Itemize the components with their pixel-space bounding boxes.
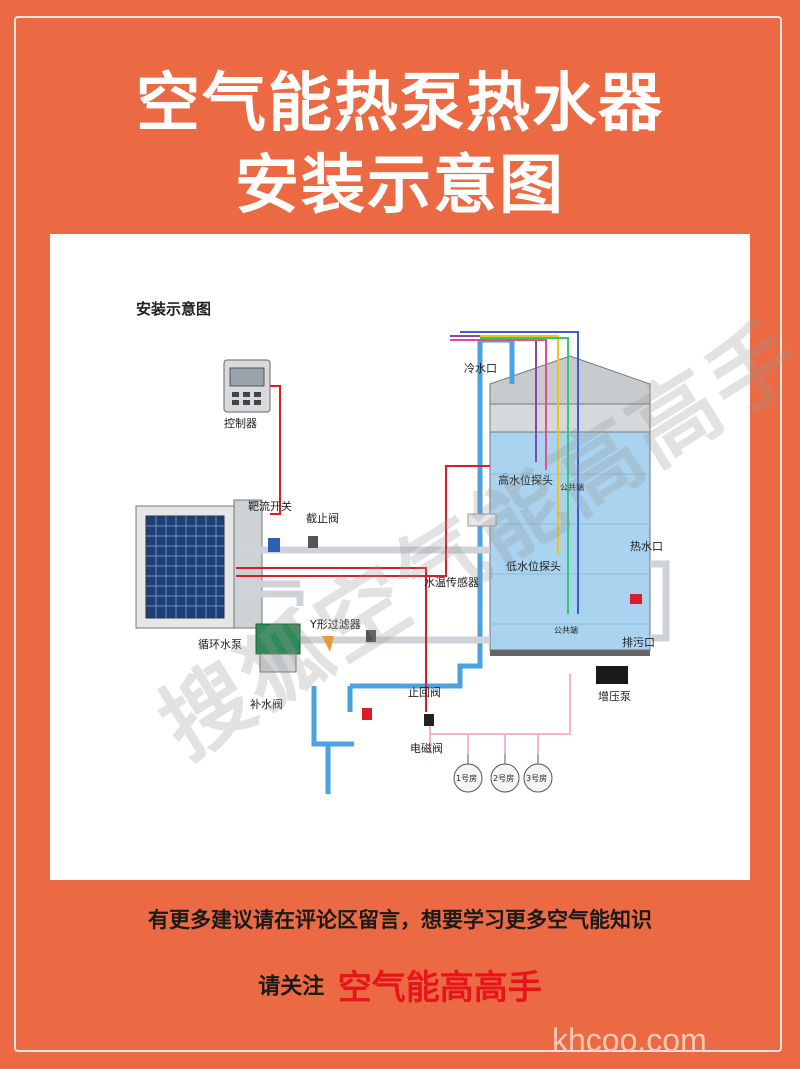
- label-room2: 2号房: [493, 773, 514, 783]
- stop-valve: [308, 536, 318, 548]
- label-low-level-probe: 低水位探头: [506, 559, 561, 573]
- label-flow-switch: 靶流开关: [248, 499, 292, 513]
- label-drain-outlet: 排污口: [622, 635, 655, 649]
- footer-follow: 请关注 空气能高高手: [0, 960, 800, 1009]
- installation-diagram: 安装示意图 控制器: [135, 300, 670, 794]
- label-solenoid-valve: 电磁阀: [410, 741, 443, 755]
- booster-pump: [596, 666, 628, 684]
- heat-pump-unit: [135, 499, 263, 629]
- diagram-heading: 安装示意图: [136, 300, 211, 318]
- flow-switch: [268, 538, 280, 552]
- page-frame: [14, 16, 782, 1052]
- page-title-line2: 安装示意图: [235, 149, 565, 223]
- label-hot-water-outlet: 热水口: [630, 540, 663, 553]
- label-circulation-pump: 循环水泵: [198, 638, 242, 651]
- label-check-valve: 止回阀: [408, 685, 441, 699]
- label-stop-valve: 截止阀: [306, 511, 339, 525]
- control-wires: [236, 331, 579, 712]
- label-makeup-valve: 补水阀: [250, 697, 283, 711]
- label-y-filter: Y形过滤器: [309, 618, 361, 631]
- makeup-valve: [362, 708, 372, 720]
- label-water-temp-sensor: 水温传感器: [424, 576, 479, 589]
- y-filter: [322, 636, 334, 652]
- label-cold-water-inlet: 冷水口: [464, 362, 497, 375]
- label-room3: 3号房: [526, 773, 547, 783]
- footer-note: 有更多建议请在评论区留言，想要学习更多空气能知识: [148, 908, 652, 932]
- hot-water-line: [429, 674, 571, 754]
- label-booster-pump: 增压泵: [598, 689, 631, 703]
- drain-valve: [630, 594, 642, 604]
- diagram-panel: 安装示意图 控制器: [50, 234, 750, 880]
- water-tank: [489, 355, 651, 656]
- label-room1: 1号房: [456, 773, 477, 783]
- label-common-end-top: 公共端: [560, 482, 584, 492]
- brand-name: 空气能高高手: [337, 968, 542, 1008]
- solenoid-valve: [424, 714, 434, 726]
- label-controller: 控制器: [224, 416, 257, 430]
- site-watermark: khcoo.com: [552, 1022, 707, 1058]
- controller: [223, 359, 271, 413]
- circulation-pump: [255, 623, 301, 655]
- follow-prefix: 请关注: [258, 974, 325, 1000]
- label-high-level-probe: 高水位探头: [498, 473, 553, 487]
- page-title-line1: 空气能热泵热水器: [136, 67, 664, 141]
- label-common-end-bottom: 公共端: [554, 625, 578, 635]
